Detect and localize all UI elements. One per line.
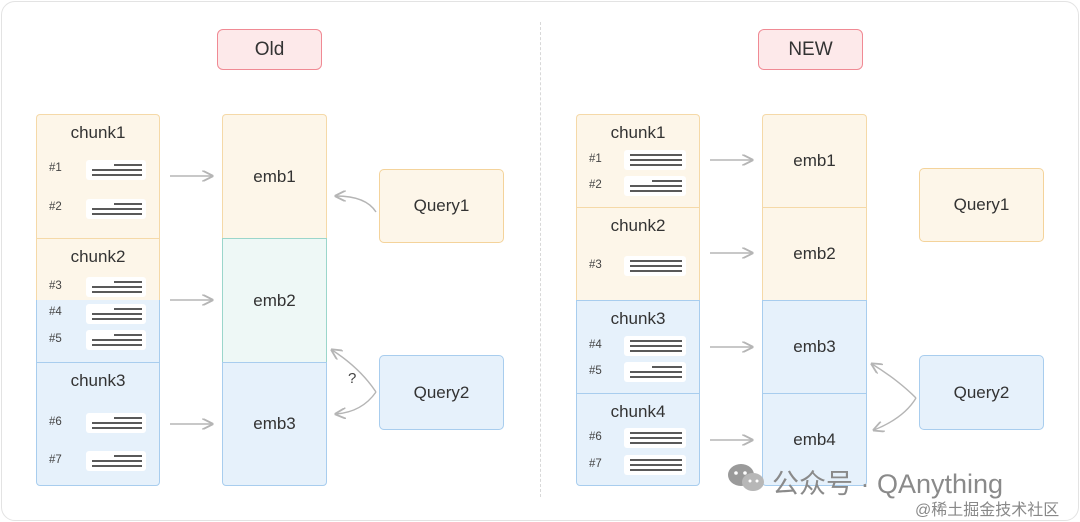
new-text-lines-1	[624, 150, 686, 170]
new-text-lines-4	[624, 336, 686, 356]
old-text-lines-7	[86, 451, 146, 471]
new-text-lines-6	[624, 428, 686, 448]
old-text-lines-6	[86, 413, 146, 433]
old-query1: Query1	[379, 169, 504, 243]
old-emb2: emb2	[222, 238, 327, 362]
new-text-lines-3	[624, 256, 686, 276]
new-marker-4: #4	[589, 339, 602, 351]
old-arrow-query2-up	[332, 350, 377, 393]
old-chunk2-label: chunk2	[70, 247, 126, 266]
new-chunk3-label: chunk3	[610, 309, 666, 328]
new-chunk2-label: chunk2	[610, 216, 666, 235]
old-marker-1: #1	[49, 162, 62, 174]
wechat-icon	[726, 462, 766, 494]
old-arrow-query2-down	[336, 391, 377, 414]
new-marker-6: #6	[589, 431, 602, 443]
center-divider	[540, 22, 541, 497]
old-text-lines-1	[86, 160, 146, 180]
old-marker-3: #3	[49, 280, 62, 292]
old-marker-7: #7	[49, 454, 62, 466]
old-marker-6: #6	[49, 416, 62, 428]
new-marker-1: #1	[589, 153, 602, 165]
watermark-main: 公众号 · QAnything	[772, 469, 1004, 499]
new-text-lines-5	[624, 362, 686, 382]
old-text-lines-2	[86, 199, 146, 219]
new-emb2: emb2	[762, 207, 867, 300]
old-chunk3-label: chunk3	[70, 371, 126, 390]
new-marker-3: #3	[589, 259, 602, 271]
old-marker-4: #4	[49, 306, 62, 318]
new-query2: Query2	[919, 355, 1044, 430]
new-arrow-query2-up	[872, 364, 917, 399]
old-marker-2: #2	[49, 201, 62, 213]
new-text-lines-7	[624, 455, 686, 475]
old-emb3: emb3	[222, 362, 327, 486]
old-emb1: emb1	[222, 114, 327, 238]
old-query2: Query2	[379, 355, 504, 430]
old-arrow-query1	[336, 196, 377, 213]
new-marker-5: #5	[589, 365, 602, 377]
new-query1: Query1	[919, 168, 1044, 242]
new-tag: NEW	[758, 29, 863, 70]
new-emb3: emb3	[762, 300, 867, 393]
old-text-lines-3	[86, 277, 146, 297]
new-chunk4-label: chunk4	[610, 402, 666, 421]
old-tag: Old	[217, 29, 322, 70]
old-text-lines-5	[86, 330, 146, 350]
new-text-lines-2	[624, 176, 686, 196]
old-chunk1-label: chunk1	[70, 123, 126, 142]
new-emb4: emb4	[762, 393, 867, 486]
old-marker-5: #5	[49, 333, 62, 345]
new-arrow-query2-down	[874, 397, 917, 430]
new-marker-7: #7	[589, 458, 602, 470]
new-chunk2-bg	[576, 207, 700, 300]
watermark-sub: @稀土掘金技术社区	[915, 502, 1060, 519]
new-marker-2: #2	[589, 179, 602, 191]
old-question-mark: ?	[348, 370, 357, 387]
new-chunk1-label: chunk1	[610, 123, 666, 142]
old-text-lines-4	[86, 304, 146, 324]
new-emb1: emb1	[762, 114, 867, 207]
